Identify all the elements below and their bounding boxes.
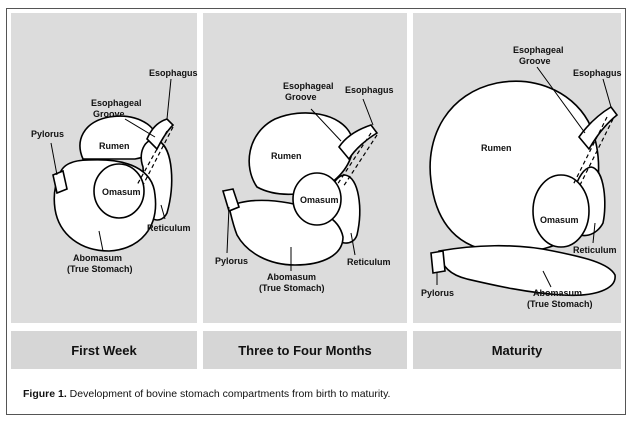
label-groove: Groove <box>519 56 551 66</box>
label-true-stomach: (True Stomach) <box>259 283 325 293</box>
label-esophagus: Esophagus <box>149 68 198 78</box>
label-esophageal: Esophageal <box>513 45 564 55</box>
label-reticulum: Reticulum <box>147 223 191 233</box>
label-pylorus: Pylorus <box>31 129 64 139</box>
label-esophageal: Esophageal <box>283 81 334 91</box>
label-reticulum: Reticulum <box>347 257 391 267</box>
label-abomasum: Abomasum <box>73 253 122 263</box>
label-pylorus: Pylorus <box>215 256 248 266</box>
caption-prefix: Figure 1. <box>23 388 67 400</box>
label-omasum: Omasum <box>300 195 339 205</box>
label-groove: Groove <box>93 109 125 119</box>
stomach-diagram: First Week Three to Four Months Maturity… <box>7 9 625 375</box>
label-groove: Groove <box>285 92 317 102</box>
label-esophageal: Esophageal <box>91 98 142 108</box>
caption-text: Development of bovine stomach compartmen… <box>67 388 391 400</box>
label-abomasum: Abomasum <box>533 288 582 298</box>
label-abomasum: Abomasum <box>267 272 316 282</box>
stage-label-three-to-four-months: Three to Four Months <box>238 343 372 358</box>
label-rumen: Rumen <box>271 151 302 161</box>
label-true-stomach: (True Stomach) <box>67 264 133 274</box>
label-reticulum: Reticulum <box>573 245 617 255</box>
label-omasum: Omasum <box>540 215 579 225</box>
label-rumen: Rumen <box>481 143 512 153</box>
stage-label-maturity: Maturity <box>492 343 543 358</box>
figure-frame: First Week Three to Four Months Maturity… <box>6 8 626 415</box>
omasum-shape <box>533 175 589 247</box>
label-esophagus: Esophagus <box>345 85 394 95</box>
label-omasum: Omasum <box>102 187 141 197</box>
stage-label-first-week: First Week <box>71 343 137 358</box>
label-pylorus: Pylorus <box>421 288 454 298</box>
label-esophagus: Esophagus <box>573 68 622 78</box>
label-rumen: Rumen <box>99 141 130 151</box>
pylorus-tube <box>431 251 445 273</box>
figure-caption: Figure 1. Development of bovine stomach … <box>23 388 390 400</box>
label-true-stomach: (True Stomach) <box>527 299 593 309</box>
